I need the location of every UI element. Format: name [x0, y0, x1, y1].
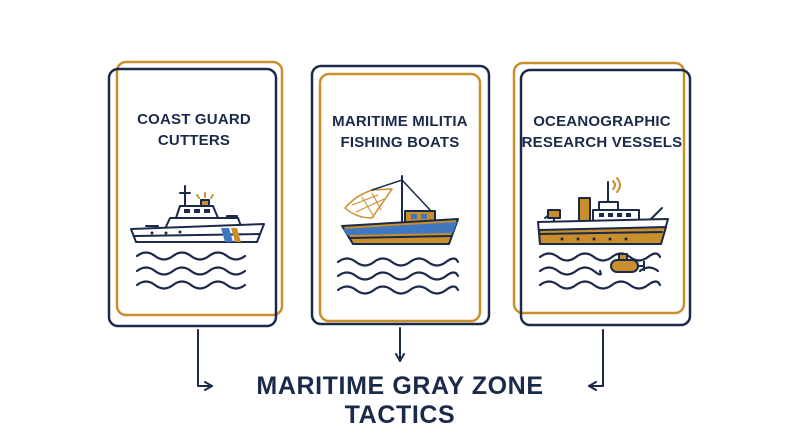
waves-icon — [135, 251, 247, 290]
research-vessel-icon — [537, 177, 669, 245]
connectors — [197, 327, 604, 391]
card-label-line1: OCEANOGRAPHIC — [533, 113, 671, 130]
card-frame-gold — [115, 60, 284, 317]
card-frame-navy — [519, 68, 692, 327]
card-label-line2: RESEARCH VESSELS — [521, 134, 683, 151]
card-label-line1: MARITIME MILITIA — [332, 113, 468, 130]
fishing-trawler-icon — [341, 175, 459, 245]
card-label-line1: COAST GUARD — [137, 111, 251, 128]
card-frame-navy — [107, 67, 278, 328]
card-label-coast-guard-cutters: COAST GUARD CUTTERS — [109, 109, 279, 151]
submersible-drone-icon — [610, 253, 645, 273]
card-frame-navy — [310, 64, 491, 326]
card-maritime-militia-fishing-boats — [310, 64, 491, 326]
card-label-oceanographic-research-vessels: OCEANOGRAPHIC RESEARCH VESSELS — [517, 111, 687, 153]
card-coast-guard-cutters — [107, 60, 284, 328]
card-oceanographic-research-vessels — [512, 61, 692, 327]
connector-right-arrow — [588, 329, 604, 391]
card-label-maritime-militia-fishing-boats: MARITIME MILITIA FISHING BOATS — [315, 111, 485, 153]
card-frame-gold — [318, 72, 482, 323]
card-label-line2: CUTTERS — [157, 132, 231, 149]
card-frame-gold — [512, 61, 686, 315]
card-label-line2: FISHING BOATS — [340, 134, 460, 151]
diagram-title: MARITIME GRAY ZONE TACTICS — [256, 372, 544, 429]
coast-guard-cutter-icon — [130, 185, 265, 243]
waves-icon — [538, 252, 662, 290]
connector-left-arrow — [197, 329, 213, 391]
waves-icon — [336, 257, 460, 295]
